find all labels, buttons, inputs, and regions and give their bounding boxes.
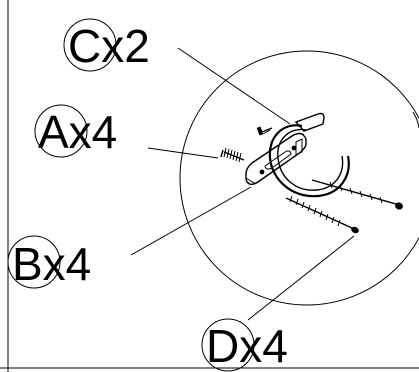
hook-part xyxy=(268,112,350,198)
callout-circle-c xyxy=(63,18,117,72)
callout-label-b: Bx4 xyxy=(12,238,91,290)
leader-line-c xyxy=(177,47,291,125)
callout-label-c: Cx2 xyxy=(68,20,150,72)
callout-circle-b xyxy=(7,235,61,289)
screw-b xyxy=(245,177,257,185)
screw-right xyxy=(311,179,403,210)
callout-circle-a xyxy=(34,104,88,158)
detail-circle xyxy=(179,50,419,306)
leader-line-d xyxy=(247,235,355,321)
leader-line-a xyxy=(147,147,219,159)
leader-line-b xyxy=(130,186,252,256)
callout-circle-d xyxy=(201,318,255,372)
edge-circle-segment xyxy=(412,111,419,129)
callout-label-d: Dx4 xyxy=(206,320,288,372)
wall-anchor-a xyxy=(220,147,245,163)
callout-label-a: Ax4 xyxy=(38,106,117,158)
screw-d xyxy=(285,195,359,234)
top-screw xyxy=(256,126,273,136)
